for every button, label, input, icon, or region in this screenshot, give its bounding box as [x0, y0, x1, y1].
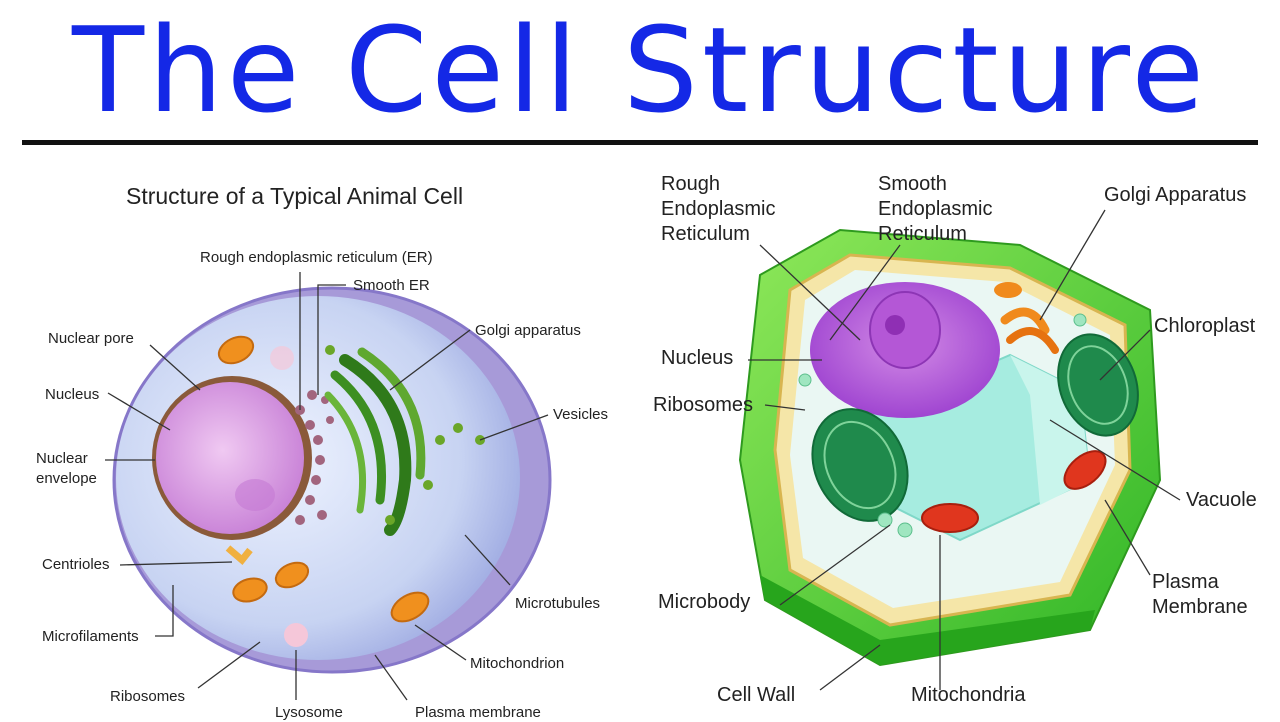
label-lysosome: Lysosome: [275, 704, 343, 721]
plant-label-ribosomes: Ribosomes: [653, 394, 754, 416]
animal-cell: [112, 286, 552, 674]
label-vesicles: Vesicles: [553, 406, 609, 423]
animal-golgi: [324, 347, 426, 536]
plant-chloroplast: [1057, 333, 1139, 437]
plant-label-mitochondria: Mitochondria: [911, 684, 1026, 706]
plant-golgi: [1000, 307, 1059, 354]
animal-cell-heading: Structure of a Typical Animal Cell: [126, 183, 464, 209]
plant-label-smooth-er-1: Smooth: [878, 173, 947, 195]
plant-leader-lines: [748, 209, 1181, 691]
animal-mitochondria: [217, 335, 430, 623]
plant-label-rough-er-2: Endoplasmic: [661, 198, 776, 220]
page-title: The Cell Structure: [72, 1, 1208, 139]
label-nuclear-envelope-1: Nuclear: [36, 450, 88, 467]
plant-label-plasma-membrane-1: Plasma: [1152, 571, 1219, 593]
plant-label-vacuole: Vacuole: [1186, 489, 1257, 511]
label-microtubules: Microtubules: [515, 595, 601, 612]
label-nuclear-pore: Nuclear pore: [48, 330, 134, 347]
label-ribosomes: Ribosomes: [110, 688, 186, 705]
label-nucleus: Nucleus: [45, 386, 100, 403]
label-microfilaments: Microfilaments: [42, 628, 139, 645]
plant-label-microbody: Microbody: [658, 591, 751, 613]
plant-label-plasma-membrane-2: Membrane: [1152, 596, 1248, 618]
animal-centrioles: [225, 545, 253, 566]
plant-label-chloroplast: Chloroplast: [1154, 315, 1256, 337]
plant-cell: [738, 228, 1162, 667]
plant-mitochondria: [921, 503, 979, 533]
animal-leader-lines: [105, 272, 549, 701]
label-golgi-apparatus: Golgi apparatus: [475, 322, 581, 339]
plant-label-rough-er-3: Reticulum: [661, 223, 750, 245]
label-mitochondrion: Mitochondrion: [470, 655, 565, 672]
plant-label-cell-wall: Cell Wall: [717, 684, 796, 706]
label-nuclear-envelope-2: envelope: [36, 470, 97, 487]
animal-rough-er: [295, 390, 334, 525]
title-divider: [22, 140, 1258, 145]
label-plasma-membrane: Plasma membrane: [415, 704, 541, 721]
plant-label-golgi: Golgi Apparatus: [1104, 184, 1247, 206]
animal-lysosome: [284, 623, 308, 647]
plant-label-smooth-er-3: Reticulum: [878, 223, 967, 245]
plant-label-rough-er-1: Rough: [661, 173, 720, 195]
plant-label-nucleus: Nucleus: [661, 347, 734, 369]
animal-nucleus: [156, 382, 304, 534]
label-smooth-er: Smooth ER: [353, 277, 430, 294]
label-rough-er: Rough endoplasmic reticulum (ER): [200, 249, 433, 266]
label-centrioles: Centrioles: [42, 556, 110, 573]
plant-label-smooth-er-2: Endoplasmic: [878, 198, 993, 220]
